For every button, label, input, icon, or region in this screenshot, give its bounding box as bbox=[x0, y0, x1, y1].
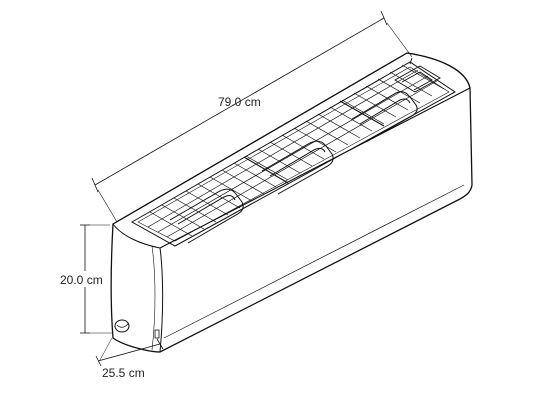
width-dimension-line bbox=[94, 17, 385, 186]
grille-corner-detail bbox=[394, 57, 441, 93]
depth-tick-right bbox=[156, 338, 164, 350]
depth-dimension-line bbox=[97, 343, 161, 362]
width-extension-right bbox=[386, 22, 413, 58]
depth-tick-left bbox=[95, 355, 102, 367]
height-label-bg bbox=[58, 271, 112, 287]
ac-unit-body bbox=[110, 52, 473, 353]
width-label: 79.0 cm bbox=[218, 95, 261, 109]
width-extension-left bbox=[97, 189, 118, 223]
grille-inner-frame bbox=[137, 66, 450, 242]
end-cap-inner-curve bbox=[151, 245, 156, 351]
end-cap-curve bbox=[159, 247, 164, 353]
coil-loops bbox=[169, 91, 418, 244]
connector-inner-curve bbox=[116, 323, 129, 328]
depth-extension-left bbox=[99, 337, 113, 361]
depth-label: 25.5 cm bbox=[102, 366, 145, 380]
front-panel-line bbox=[163, 184, 465, 339]
width-dimension: 79.0 cm bbox=[91, 10, 413, 223]
side-latch bbox=[154, 329, 160, 339]
height-dimension: 20.0 cm bbox=[58, 224, 112, 334]
pipe-connector-icon bbox=[114, 319, 130, 333]
top-surface bbox=[112, 52, 471, 249]
height-label: 20.0 cm bbox=[60, 273, 103, 287]
width-tick-left bbox=[91, 177, 99, 193]
depth-dimension: 25.5 cm bbox=[95, 337, 164, 380]
grille-bars bbox=[147, 69, 438, 238]
width-tick-right bbox=[380, 10, 388, 26]
grille-frame bbox=[130, 61, 456, 247]
